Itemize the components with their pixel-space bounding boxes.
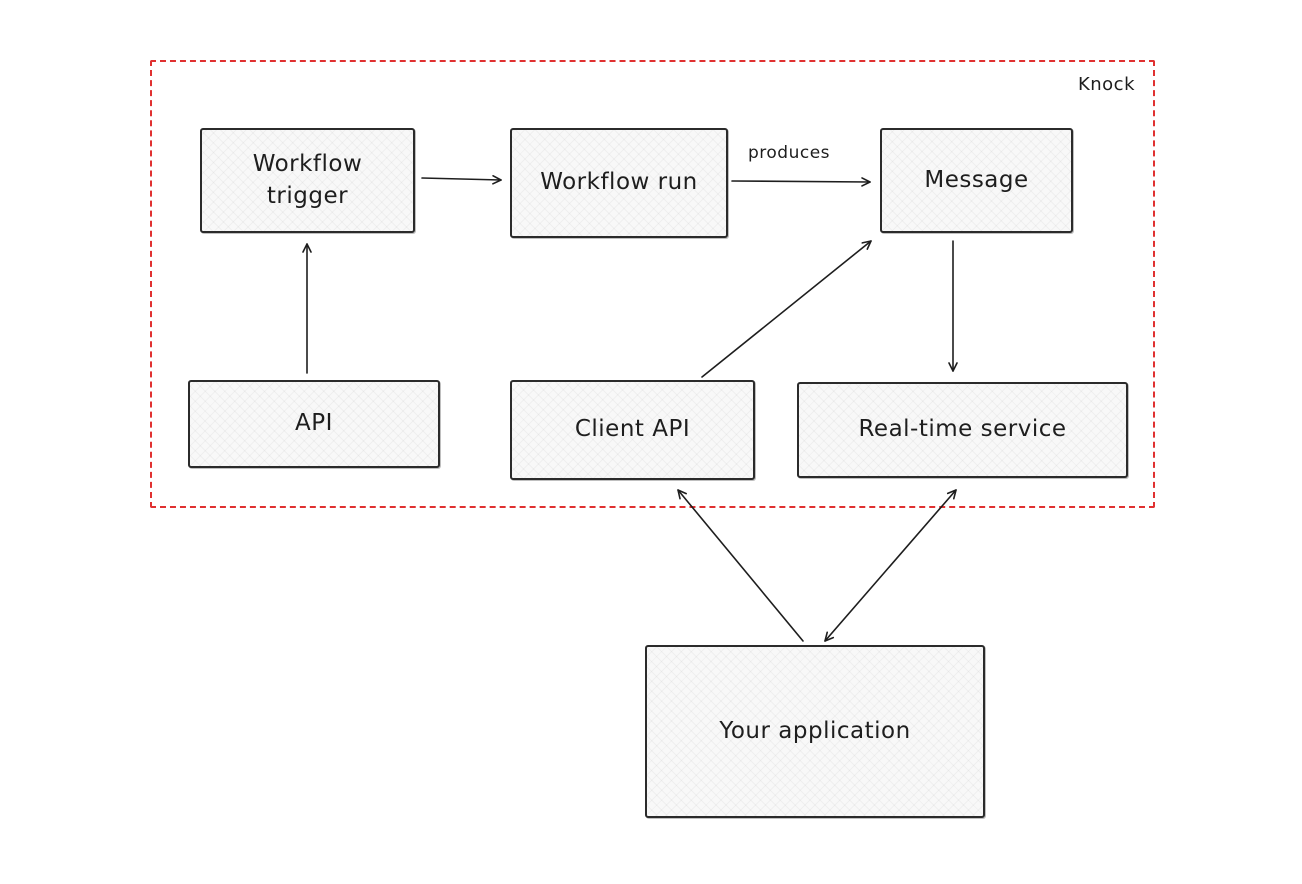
node-api-label: API (295, 410, 333, 437)
node-your-application: Your application (645, 645, 985, 818)
knock-boundary: Knock (150, 60, 1155, 508)
node-message: Message (880, 128, 1073, 233)
node-real-time-service-label: Real-time service (858, 416, 1067, 443)
edge-your-application-to-real-time-service (824, 489, 957, 642)
knock-boundary-label: Knock (1077, 74, 1135, 95)
node-workflow-run: Workflow run (510, 128, 728, 238)
node-workflow-trigger-label: Workflow trigger (252, 151, 363, 209)
node-api: API (188, 380, 440, 468)
node-workflow-run-label: Workflow run (540, 169, 698, 196)
edge-label-produces: produces (748, 143, 831, 163)
node-client-api: Client API (510, 380, 755, 480)
node-your-application-label: Your application (719, 717, 911, 744)
node-real-time-service: Real-time service (797, 382, 1128, 478)
node-message-label: Message (924, 166, 1029, 193)
node-client-api-label: Client API (574, 416, 691, 443)
edge-your-application-to-client-api (677, 489, 804, 642)
node-workflow-trigger: Workflow trigger (200, 128, 415, 233)
